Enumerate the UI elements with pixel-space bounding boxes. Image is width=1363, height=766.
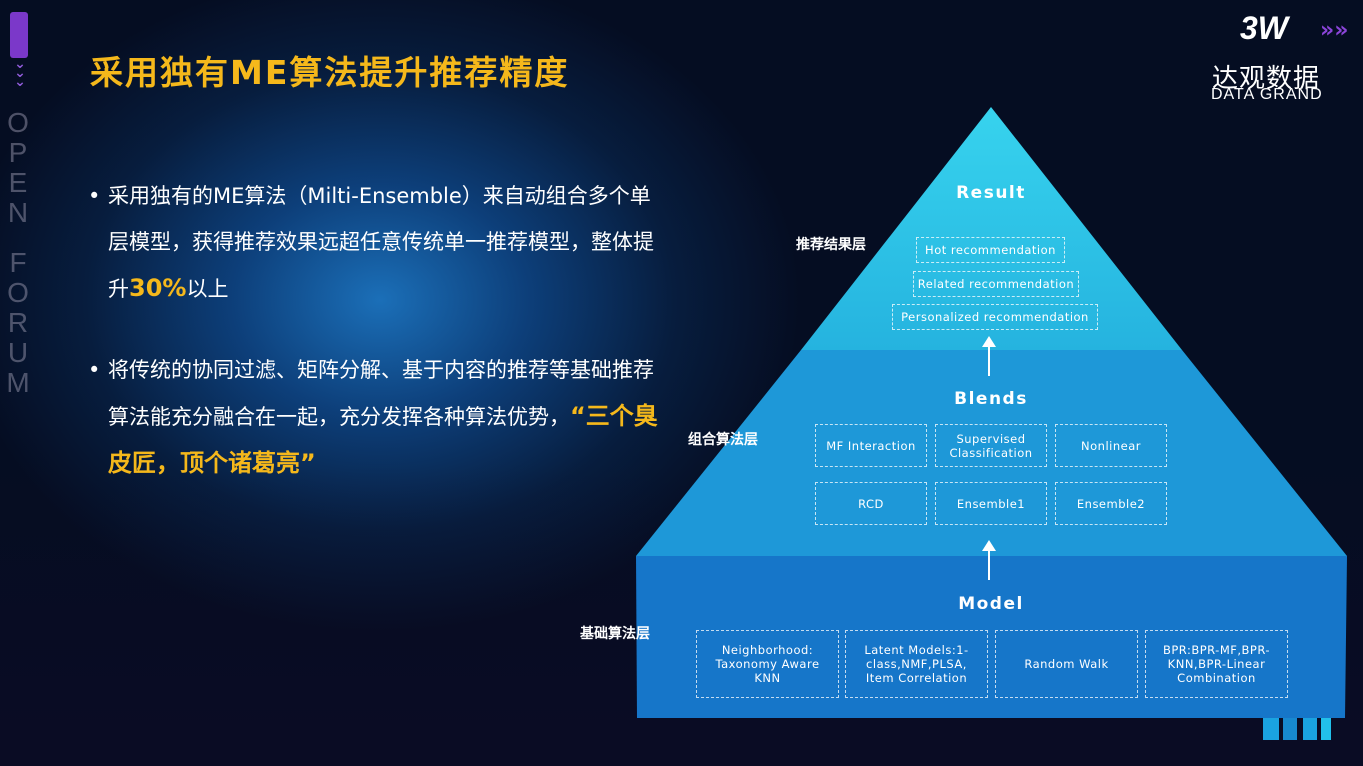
- model-box: BPR:BPR-MF,BPR-KNN,BPR-Linear Combinatio…: [1145, 630, 1288, 698]
- pyramid-middle-tier: [636, 350, 1347, 556]
- side-letter: O: [7, 277, 29, 308]
- side-letter: N: [7, 197, 29, 228]
- model-box: Neighborhood: Taxonomy Aware KNN: [696, 630, 839, 698]
- side-letter: O: [7, 107, 29, 138]
- brand-logo-mark: 3W: [1240, 10, 1288, 46]
- side-letter: R: [7, 307, 29, 338]
- bullet-dot: •: [88, 184, 101, 208]
- bullet-text-body: 将传统的协同过滤、矩阵分解、基于内容的推荐等基础推荐算法能充分融合在一起，充分发…: [108, 358, 654, 429]
- layer-label-blends: 组合算法层: [688, 432, 758, 448]
- result-box: Hot recommendation: [916, 237, 1065, 263]
- blends-box: Ensemble1: [935, 482, 1047, 525]
- brand-chevron-icon: »»: [1320, 18, 1349, 43]
- brand-name-en: DATA GRAND: [1211, 86, 1323, 103]
- bullet-text-body: 采用独有的ME算法（Milti-Ensemble）来自动组合多个单层模型，获得推…: [108, 184, 654, 301]
- layer-label-model: 基础算法层: [580, 626, 650, 642]
- tier-title-result: Result: [956, 183, 1026, 203]
- bullet-dot: •: [88, 358, 101, 382]
- tier-title-model: Model: [958, 594, 1024, 614]
- up-arrow-icon: [982, 540, 996, 580]
- left-chevron-icon: ⌄⌄⌄: [14, 56, 26, 90]
- bullet-text-tail: 以上: [186, 277, 229, 301]
- blends-box: Nonlinear: [1055, 424, 1167, 467]
- side-letter: E: [8, 167, 28, 198]
- bullet-highlight: 30%: [129, 274, 187, 302]
- blends-box: Ensemble2: [1055, 482, 1167, 525]
- bullet-2: • 将传统的协同过滤、矩阵分解、基于内容的推荐等基础推荐算法能充分融合在一起，充…: [88, 347, 658, 487]
- side-letter: M: [6, 367, 30, 398]
- up-arrow-icon: [982, 336, 996, 376]
- blends-box: MF Interaction: [815, 424, 927, 467]
- side-letter: P: [8, 137, 28, 168]
- model-box: Latent Models:1-class,NMF,PLSA, Item Cor…: [845, 630, 988, 698]
- page-title: 采用独有ME算法提升推荐精度: [90, 53, 570, 92]
- side-letter: U: [7, 337, 29, 368]
- bullet-text: 采用独有的ME算法（Milti-Ensemble）来自动组合多个单层模型，获得推…: [88, 173, 658, 312]
- blends-box: Supervised Classification: [935, 424, 1047, 467]
- side-open-forum-text: O P E N F O R U M: [3, 108, 33, 398]
- result-box: Related recommendation: [913, 271, 1079, 297]
- tier-title-blends: Blends: [954, 389, 1028, 409]
- result-box: Personalized recommendation: [892, 304, 1098, 330]
- layer-label-result: 推荐结果层: [796, 237, 866, 253]
- bullet-highlight: “三个臭皮匠，顶个诸葛亮”: [108, 402, 658, 477]
- left-accent-bar: [10, 12, 28, 58]
- pyramid-bottom-tier: [636, 556, 1347, 718]
- brand-name-cn: 达观数据: [1212, 64, 1321, 94]
- model-box: Random Walk: [995, 630, 1138, 698]
- pyramid-top-tier: [801, 107, 1182, 350]
- bullet-1: • 采用独有的ME算法（Milti-Ensemble）来自动组合多个单层模型，获…: [88, 173, 658, 312]
- side-letter: F: [9, 247, 27, 278]
- bullet-text: 将传统的协同过滤、矩阵分解、基于内容的推荐等基础推荐算法能充分融合在一起，充分发…: [88, 347, 658, 487]
- blends-box: RCD: [815, 482, 927, 525]
